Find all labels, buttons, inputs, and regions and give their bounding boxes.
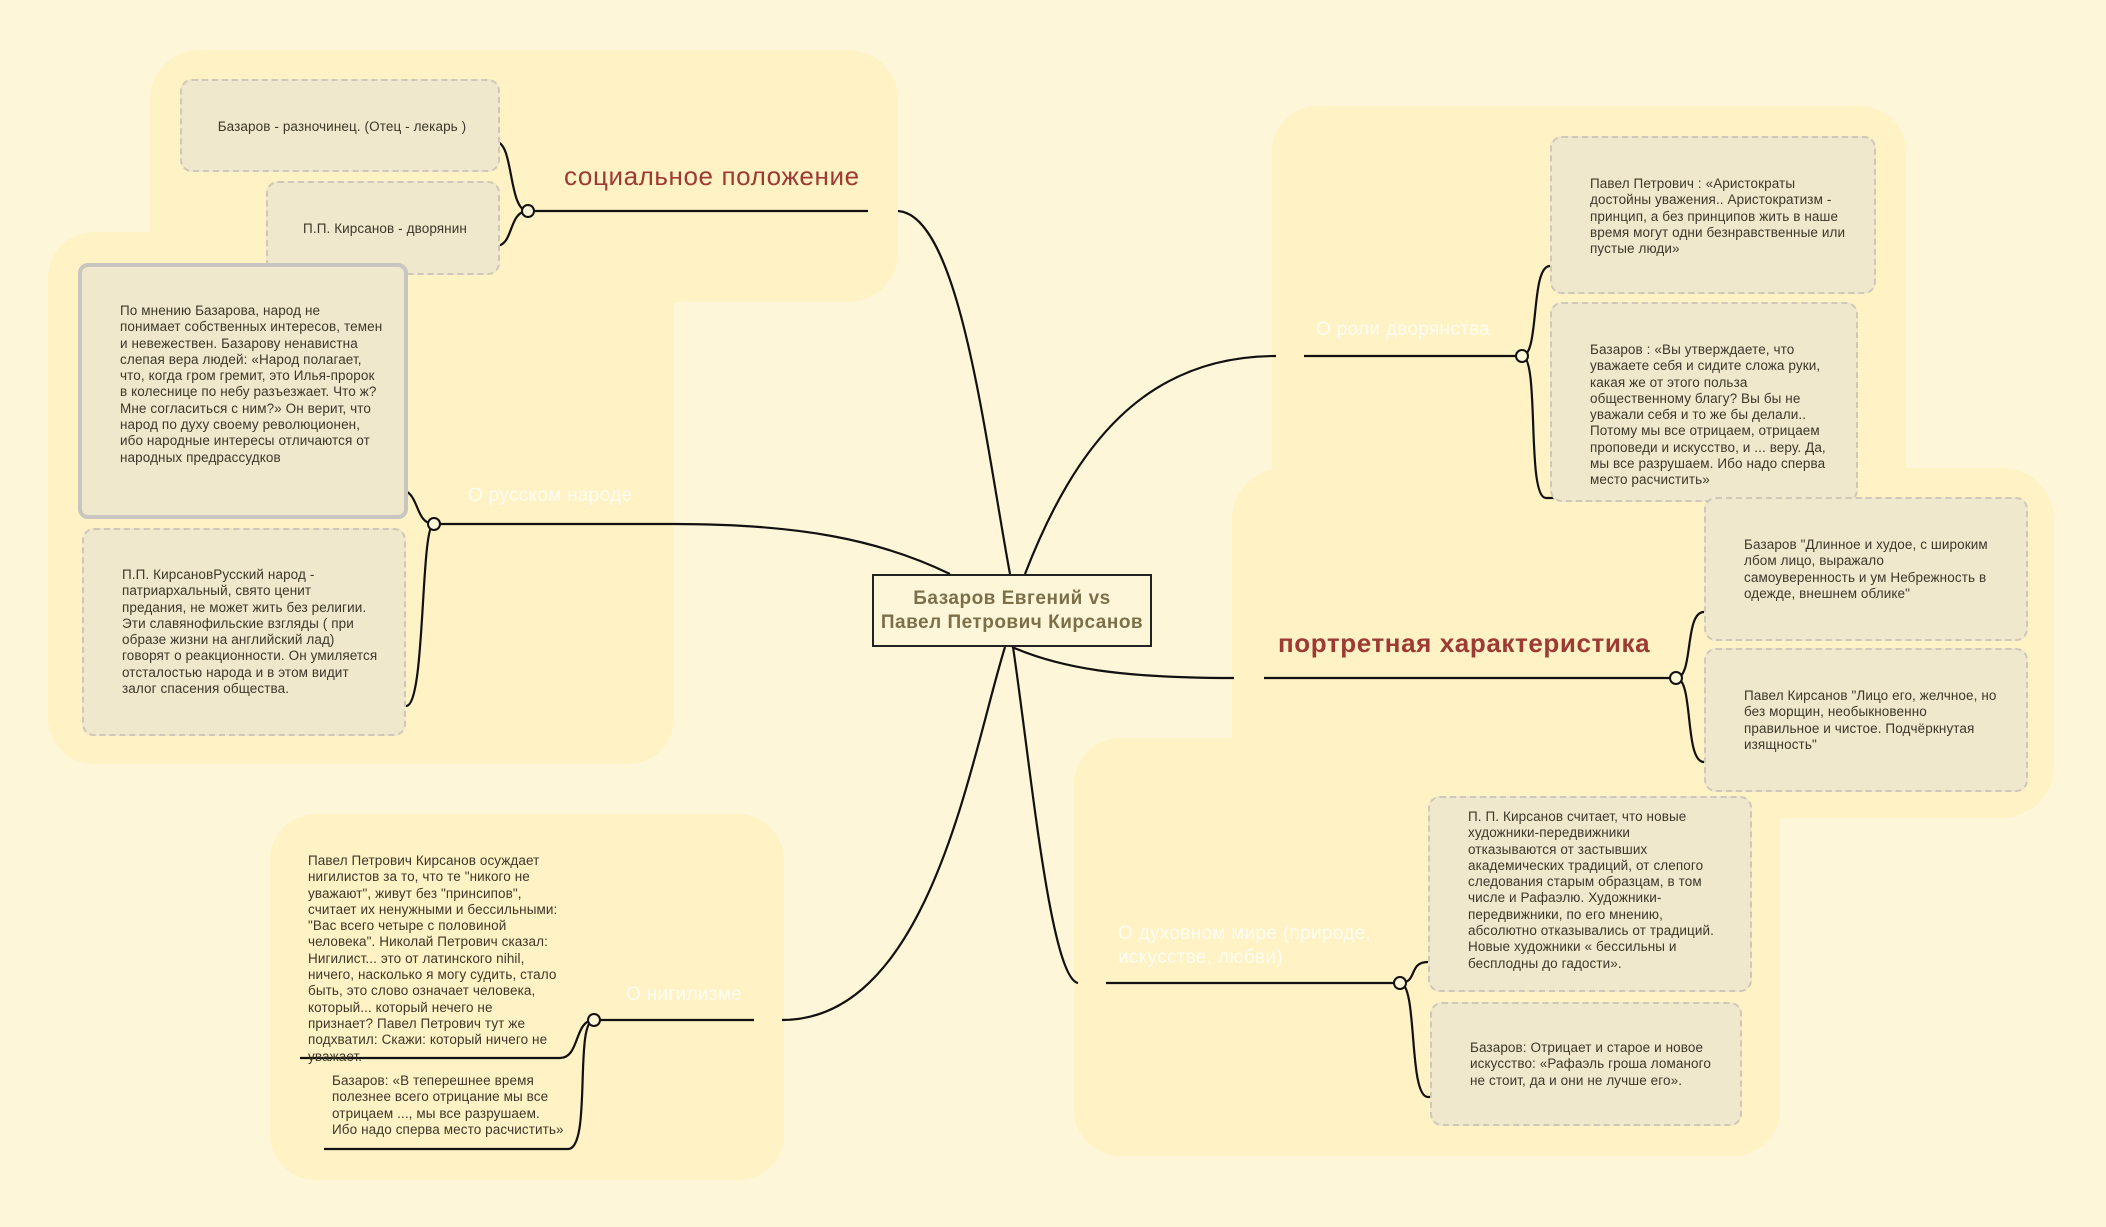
topic-russian-people[interactable]: О русском народе — [468, 485, 633, 506]
central-topic[interactable]: Базаров Евгений vs Павел Петрович Кирсан… — [872, 574, 1152, 647]
note-portrait-bazarov[interactable]: Базаров "Длинное и худое, с широким лбом… — [1704, 497, 2028, 641]
note-people-kirsanov-text: П.П. КирсановРусский народ - патриархаль… — [122, 567, 378, 697]
topic-nobility-role[interactable]: О роли дворянства — [1316, 319, 1491, 340]
joint-node-social[interactable] — [521, 204, 535, 218]
topic-spiritual-world[interactable]: О духовном мире (природе, искусстве, люб… — [1118, 923, 1372, 968]
note-social-bazarov[interactable]: Базаров - разночинец. (Отец - лекарь ) — [180, 79, 500, 172]
central-topic-line-2: Павел Петрович Кирсанов — [880, 611, 1144, 633]
note-nobility-bazarov-text: Базаров : «Вы утверждаете, что уважаете … — [1590, 342, 1826, 488]
topic-portrait[interactable]: портретная характеристика — [1278, 628, 1651, 658]
note-portrait-bazarov-text: Базаров "Длинное и худое, с широким лбом… — [1744, 537, 1988, 601]
joint-node-people[interactable] — [427, 517, 441, 531]
note-spiritual-kirsanov-text: П. П. Кирсанов считает, что новые художн… — [1468, 809, 1714, 971]
note-portrait-kirsanov-text: Павел Кирсанов "Лицо его, желчное, но бе… — [1744, 688, 1997, 752]
note-nihilism-kirsanov-text[interactable]: Павел Петрович Кирсанов осуждает нигилис… — [308, 853, 558, 1064]
note-people-kirsanov[interactable]: П.П. КирсановРусский народ - патриархаль… — [82, 528, 406, 736]
joint-node-nobility[interactable] — [1515, 349, 1529, 363]
note-people-bazarov[interactable]: По мнению Базарова, народ не понимает со… — [78, 263, 408, 519]
note-social-kirsanov[interactable]: П.П. Кирсанов - дворянин — [266, 181, 500, 275]
note-nobility-bazarov[interactable]: Базаров : «Вы утверждаете, что уважаете … — [1550, 302, 1858, 502]
note-portrait-kirsanov[interactable]: Павел Кирсанов "Лицо его, желчное, но бе… — [1704, 648, 2028, 792]
topic-social-position[interactable]: социальное положение — [564, 161, 860, 191]
note-nobility-kirsanov-text: Павел Петрович : «Аристократы достойны у… — [1590, 176, 1846, 257]
note-social-kirsanov-text: П.П. Кирсанов - дворянин — [303, 221, 467, 236]
note-spiritual-bazarov-text: Базаров: Отрицает и старое и новое искус… — [1470, 1040, 1711, 1088]
joint-node-portrait[interactable] — [1669, 671, 1683, 685]
note-people-bazarov-text: По мнению Базарова, народ не понимает со… — [120, 303, 383, 465]
note-social-bazarov-text: Базаров - разночинец. (Отец - лекарь ) — [217, 119, 467, 134]
central-topic-line-1: Базаров Евгений vs — [913, 587, 1111, 609]
note-nihilism-bazarov-text[interactable]: Базаров: «В теперешнее время полезнее вс… — [332, 1073, 564, 1137]
joint-node-nihilism[interactable] — [587, 1013, 601, 1027]
note-nobility-kirsanov[interactable]: Павел Петрович : «Аристократы достойны у… — [1550, 136, 1876, 294]
note-spiritual-bazarov[interactable]: Базаров: Отрицает и старое и новое искус… — [1430, 1002, 1742, 1126]
note-spiritual-kirsanov[interactable]: П. П. Кирсанов считает, что новые художн… — [1428, 796, 1752, 992]
topic-nihilism[interactable]: О нигилизме — [626, 984, 743, 1005]
branch-area-nihilism — [270, 814, 784, 1180]
joint-node-spiritual[interactable] — [1393, 976, 1407, 990]
